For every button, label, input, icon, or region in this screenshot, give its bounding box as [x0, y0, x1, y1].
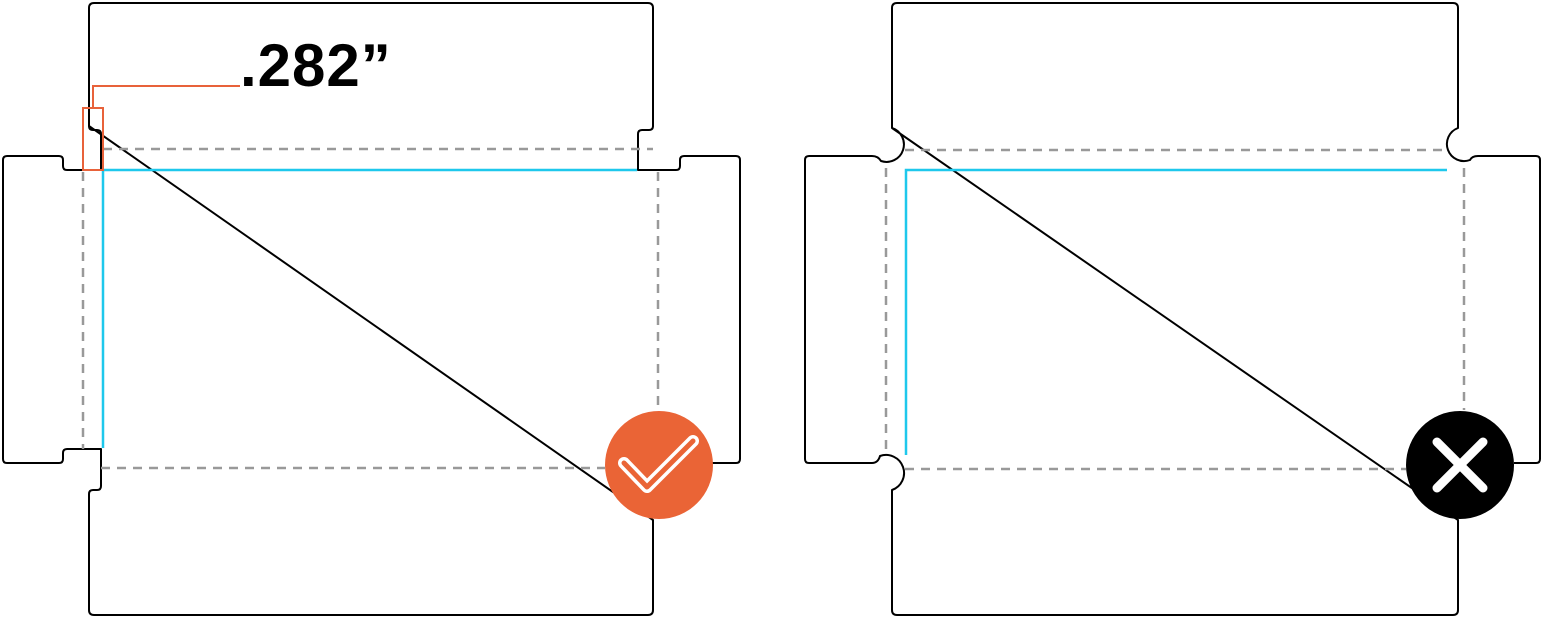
x-icon: [1406, 411, 1514, 519]
incorrect-box-template: [804, 2, 1541, 616]
inner-edge: [101, 168, 637, 448]
correct-box-template: [2, 2, 741, 616]
template-outline: [2, 2, 741, 616]
callout-leader-line: [92, 85, 240, 108]
check-icon: [605, 411, 713, 519]
notch-dimension-label: .282”: [240, 32, 392, 99]
template-outline: [804, 2, 1541, 616]
inner-edge: [904, 168, 1447, 455]
